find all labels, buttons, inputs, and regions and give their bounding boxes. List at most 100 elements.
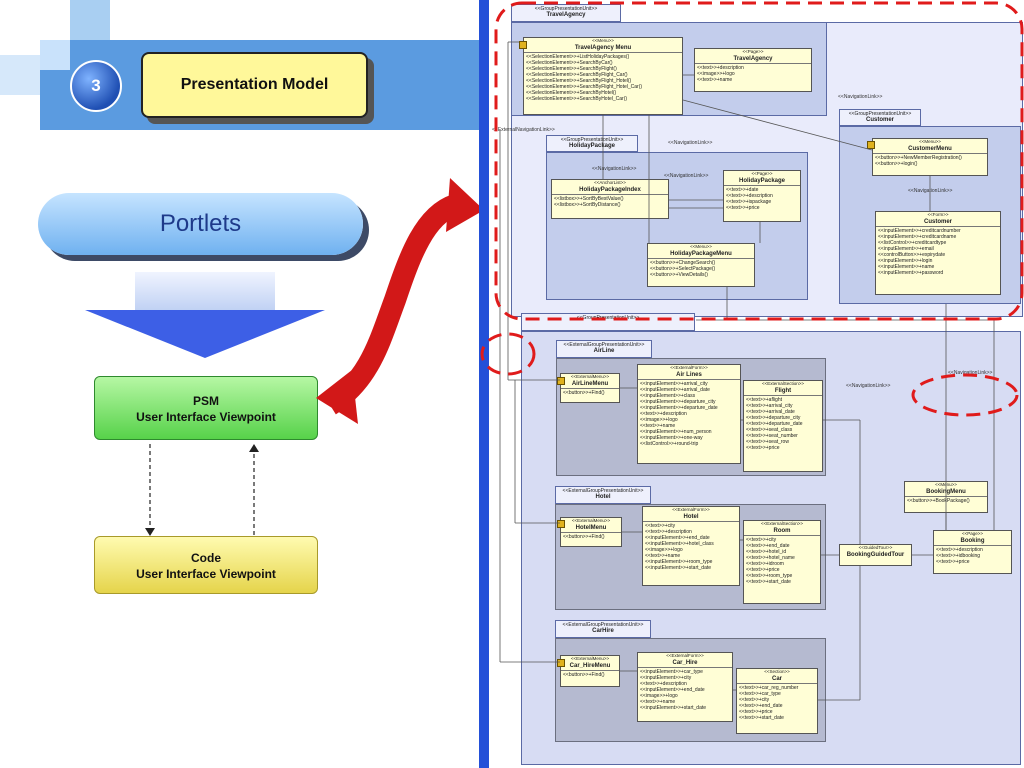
attr-list: <<text>>+aflight <<text>>+arrival_city <…	[744, 396, 822, 452]
group-stereotype: <<GroupPresentationUnit>>	[560, 137, 624, 143]
group-tab-carhire: <<ExternalGroupPresentationUnit>> CarHir…	[555, 620, 651, 638]
attr: <<text>>+end_date	[739, 703, 783, 709]
attr: <<button>>+Find()	[563, 534, 605, 540]
group-tab-holiday: <<GroupPresentationUnit>> HolidayPackage	[546, 135, 638, 152]
group-tab-hotel: <<ExternalGroupPresentationUnit>> Hotel	[555, 486, 651, 504]
attr: <<button>>+login()	[875, 161, 918, 167]
stereotype: <<ExternalSection>>	[761, 381, 805, 386]
group-name: AirLine	[593, 348, 615, 354]
attr: <<inputElement>>+login	[878, 258, 933, 264]
attr: <<text>>+car_type	[739, 691, 781, 697]
attr: <<text>>+price	[746, 567, 780, 573]
class-name: BookingGuidedTour	[846, 552, 905, 558]
left-connectors	[145, 178, 480, 536]
attr: <<text>>+city	[739, 697, 770, 703]
attr: <<button>>+ViewDetails()	[650, 272, 708, 278]
attr: <<inputElement>>+name	[878, 264, 935, 270]
group-stereotype: <<ExternalGroupPresentationUnit>>	[562, 622, 644, 628]
code-subtitle: User Interface Viewpoint	[136, 567, 276, 581]
class-name: HolidayPackage	[724, 177, 800, 186]
connector	[682, 99, 873, 151]
attr: <<inputElement>>+start_date	[640, 705, 707, 711]
attr: <<text>>+price	[726, 205, 760, 211]
code-box: Code User Interface Viewpoint	[94, 536, 318, 594]
class-name: HolidayPackageIndex	[552, 186, 668, 195]
attr: <<text>>+description	[640, 681, 687, 687]
class-name: Customer	[876, 218, 1000, 227]
attr: <<text>>+departure_city	[746, 415, 801, 421]
attr: <<listbox>>+SortByBestValue()	[554, 196, 624, 202]
attr: <<inputElement>>+start_date	[645, 565, 712, 571]
attr: <<inputElement>>+car_type	[640, 669, 703, 675]
group-stereotype: <<ExternalGroupPresentationUnit>>	[563, 342, 645, 348]
red-arrow-head-right-icon	[446, 178, 480, 232]
group-name: HolidayPackage	[568, 143, 616, 149]
attr: <<SelectionElement>>+SearchByFlight()	[526, 66, 617, 72]
attr-list: <<listbox>>+SortByBestValue() <<listbox>…	[552, 195, 668, 209]
attr: <<SelectionElement>>+SearchByHotel()	[526, 90, 617, 96]
attr: <<text>>+departure_date	[746, 421, 803, 427]
pin-icon	[867, 141, 875, 149]
group-stereotype: <<GroupPresentationUnit>>	[848, 111, 912, 117]
attr: <<text>>+description	[640, 411, 687, 417]
attr: <<text>>+price	[936, 559, 970, 565]
group-tab-customer: <<GroupPresentationUnit>> Customer	[839, 109, 921, 126]
group-name: Hotel	[595, 494, 611, 500]
attr-list: <<button>>+Find()	[561, 671, 619, 679]
attr: <<inputElement>>+departure_date	[640, 405, 718, 411]
highlight-top-region	[494, 1, 1024, 321]
class-travelagency-page: <<Page>> TravelAgency <<text>>+descripti…	[694, 48, 812, 92]
attr: <<text>>+car_reg_number	[739, 685, 799, 691]
attr: <<text>>+arrival_city	[746, 403, 793, 409]
class-customer-menu: <<Menu>> CustomerMenu <<button>>+NewMemb…	[872, 138, 988, 176]
stereotype: <<Page>>	[742, 49, 764, 54]
attr: <<listControl>>+round-trip	[640, 441, 699, 447]
class-hotel-menu: <<ExternalMenu>> HotelMenu <<button>>+Fi…	[560, 517, 622, 547]
attr: <<inputElement>>+departure_city	[640, 399, 716, 405]
group-name: TravelAgency	[546, 12, 586, 18]
attr: <<button>>+NewMemberRegistration()	[875, 155, 962, 161]
class-name: Flight	[744, 387, 822, 396]
attr: <<SelectionElement>>+ListHolidayPackages…	[526, 54, 630, 60]
group-name: CarHire	[592, 628, 614, 634]
attr: <<text>>+name	[640, 699, 676, 705]
stereotype: <<GuidedTour>>	[858, 545, 893, 550]
class-name: Room	[744, 527, 820, 536]
attr: <<text>>+date	[726, 187, 759, 193]
attr: <<inputElement>>+creditcardname	[878, 234, 957, 240]
attr: <<image>>+logo	[645, 547, 683, 553]
nav-link-label: <<NavigationLink>>	[668, 140, 713, 146]
attr: <<text>>+description	[645, 529, 692, 535]
nav-link-label: <<NavigationLink>>	[664, 173, 709, 179]
attr-list: <<SelectionElement>>+ListHolidayPackages…	[524, 53, 682, 103]
arrow-head-down-icon	[145, 528, 155, 536]
stereotype: <<Page>>	[961, 531, 984, 536]
attr-list: <<text>>+date <<text>>+description <<tex…	[724, 186, 800, 212]
attr-list: <<text>>+city <<text>>+description <<inp…	[643, 522, 739, 572]
attr: <<inputElement>>+hotel_class	[645, 541, 714, 547]
stereotype: <<Section>>	[764, 669, 790, 674]
class-airline-menu: <<ExternalMenu>> AirLineMenu <<button>>+…	[560, 373, 620, 403]
stereotype: <<ExternalForm>>	[666, 653, 704, 658]
attr: <<text>>+description	[726, 193, 773, 199]
stereotype: <<ExternalMenu>>	[570, 656, 610, 661]
attr: <<text>>+price	[739, 709, 773, 715]
nav-link-label: <<NavigationLink>>	[592, 166, 637, 172]
attr: <<image>>+logo	[640, 417, 678, 423]
panel-divider	[479, 0, 489, 768]
class-name: AirLineMenu	[561, 380, 619, 389]
highlight-right-oval	[911, 373, 1019, 417]
class-name: Booking	[934, 537, 1011, 546]
class-travelagency-menu: <<Menu>> TravelAgency Menu <<SelectionEl…	[523, 37, 683, 115]
attr: <<text>>+end_date	[746, 543, 790, 549]
red-curved-arrow	[323, 194, 460, 415]
attr: <<SelectionElement>>+SearchByCar()	[526, 60, 613, 66]
attr: <<text>>+name	[640, 423, 676, 429]
attr: <<text>>+arrival_date	[746, 409, 795, 415]
attr-list: <<button>>+NewMemberRegistration() <<but…	[873, 154, 987, 168]
code-title: Code	[191, 551, 221, 565]
attr: <<SelectionElement>>+SearchByFlight_Car(…	[526, 72, 628, 78]
stereotype: <<Menu>>	[592, 38, 614, 43]
class-car-menu: <<ExternalMenu>> Car_HireMenu <<button>>…	[560, 655, 620, 687]
attr-list: <<text>>+description <<image>>+logo <<te…	[695, 64, 811, 84]
